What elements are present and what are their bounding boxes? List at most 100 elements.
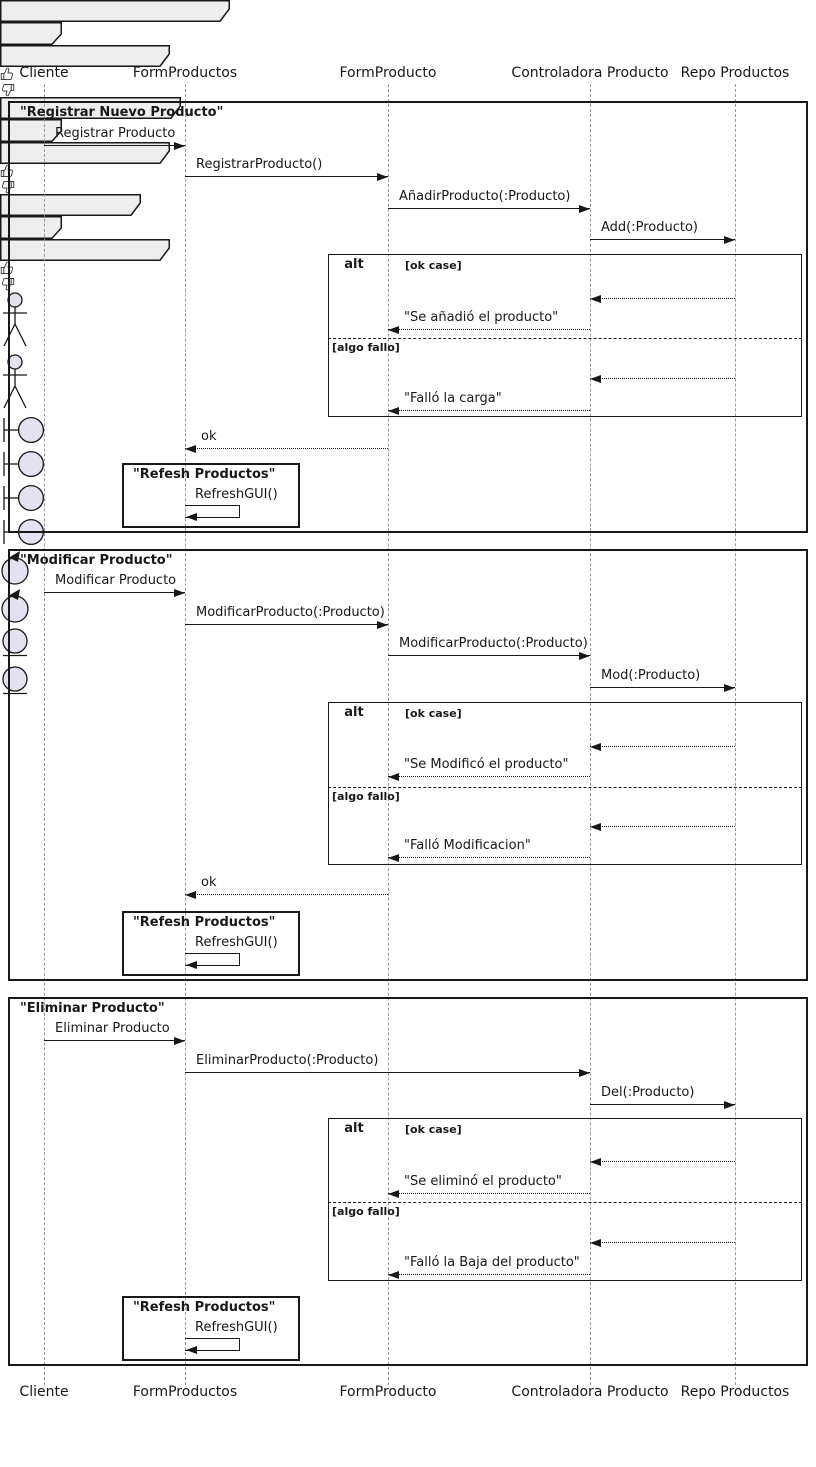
message-label: ok — [201, 875, 217, 890]
message-arrow-line — [590, 826, 735, 827]
message-arrow-line — [388, 655, 590, 656]
message-arrow-line — [590, 239, 735, 240]
guard-ok-case: [ok case] — [405, 1123, 462, 1136]
refresh-title-tab — [0, 239, 170, 261]
participant-label: Cliente — [19, 65, 69, 81]
message-arrowhead — [185, 444, 196, 453]
message-arrowhead — [388, 1189, 399, 1198]
alt-keyword-tab — [0, 22, 62, 45]
use-case-frame — [8, 549, 808, 981]
message-label: Mod(:Producto) — [601, 668, 701, 683]
message-arrow-line — [185, 176, 388, 177]
self-message-arrowhead — [186, 513, 197, 521]
alt-fragment — [328, 702, 802, 865]
message-label: Registrar Producto — [55, 126, 176, 141]
participant-label: FormProductos — [132, 1384, 238, 1400]
refresh-frame — [122, 911, 300, 976]
message-arrow-line — [185, 894, 388, 895]
lifeline — [388, 84, 389, 1385]
message-arrow-line — [590, 378, 735, 379]
message-arrowhead — [388, 325, 399, 334]
participant-label: Repo Productos — [680, 1384, 790, 1400]
message-arrowhead — [724, 235, 735, 244]
self-message-label: RefreshGUI() — [195, 487, 278, 502]
refresh-frame — [122, 463, 300, 528]
message-arrow-line — [388, 1193, 590, 1194]
self-message-label: RefreshGUI() — [195, 1320, 278, 1335]
message-arrowhead — [590, 1157, 601, 1166]
frame-title: "Eliminar Producto" — [20, 1001, 165, 1016]
message-arrowhead — [579, 651, 590, 660]
participant-label: FormProductos — [132, 65, 238, 81]
alt-case-divider — [328, 1202, 802, 1203]
message-label: RegistrarProducto() — [196, 157, 323, 172]
self-message-arrowhead — [186, 961, 197, 969]
message-arrow-line — [388, 857, 590, 858]
refresh-frame-title: "Refesh Productos" — [133, 467, 276, 482]
alt-case-divider — [328, 338, 802, 339]
refresh-title-tab — [0, 45, 170, 67]
message-arrow-line — [590, 687, 735, 688]
message-arrow-line — [185, 624, 388, 625]
message-arrow-line — [590, 1161, 735, 1162]
alt-keyword-tab — [0, 216, 62, 239]
alt-keyword: alt — [344, 257, 364, 272]
message-arrowhead — [377, 172, 388, 181]
refresh-frame-title: "Refesh Productos" — [133, 915, 276, 930]
message-arrowhead — [590, 374, 601, 383]
message-arrowhead — [590, 294, 601, 303]
guard-ok-case: [ok case] — [405, 259, 462, 272]
message-label: Modificar Producto — [55, 573, 177, 588]
lifeline — [735, 84, 736, 1385]
message-arrow-line — [590, 1104, 735, 1105]
message-arrowhead — [174, 588, 185, 597]
use-case-frame — [8, 101, 808, 533]
message-arrowhead — [590, 742, 601, 751]
participant-label: Repo Productos — [680, 65, 790, 81]
message-arrow-line — [44, 1040, 185, 1041]
message-arrow-line — [590, 298, 735, 299]
self-message-loop — [185, 1338, 240, 1351]
self-message-label: RefreshGUI() — [195, 935, 278, 950]
lifeline — [590, 84, 591, 1385]
participant-label: Controladora Producto — [511, 65, 669, 81]
message-label: ModificarProducto(:Producto) — [399, 636, 588, 651]
message-arrow-line — [44, 145, 185, 146]
message-arrowhead — [174, 1036, 185, 1045]
participant-label: FormProducto — [339, 65, 437, 81]
alt-keyword: alt — [344, 705, 364, 720]
alt-fragment — [328, 1118, 802, 1281]
message-arrowhead — [185, 890, 196, 899]
message-label: "Falló la Baja del producto" — [404, 1255, 580, 1270]
message-label: EliminarProducto(:Producto) — [196, 1053, 379, 1068]
self-message-arrowhead — [186, 1346, 197, 1354]
participant-label: Controladora Producto — [511, 1384, 669, 1400]
participant-label: FormProducto — [339, 1384, 437, 1400]
frame-title-tab — [0, 194, 141, 216]
refresh-title-tab — [0, 142, 170, 164]
message-arrowhead — [377, 620, 388, 629]
message-arrowhead — [579, 1068, 590, 1077]
message-arrow-line — [44, 592, 185, 593]
thumbs-up-icon — [0, 67, 15, 82]
message-arrowhead — [579, 204, 590, 213]
alt-keyword: alt — [344, 1121, 364, 1136]
participant-boundary-icon — [0, 449, 816, 483]
message-arrow-line — [388, 410, 590, 411]
message-arrowhead — [388, 406, 399, 415]
message-arrowhead — [388, 853, 399, 862]
message-arrowhead — [388, 1270, 399, 1279]
message-label: "Se Modificó el producto" — [404, 757, 569, 772]
lifeline — [185, 84, 186, 1385]
participant-boundary-icon — [0, 483, 816, 517]
message-label: ModificarProducto(:Producto) — [196, 605, 385, 620]
alt-keyword-tab — [0, 119, 62, 142]
frame-title: "Registrar Nuevo Producto" — [20, 105, 224, 120]
guard-ok-case: [ok case] — [405, 707, 462, 720]
message-arrowhead — [590, 822, 601, 831]
use-case-frame — [8, 997, 808, 1366]
message-label: Eliminar Producto — [55, 1021, 170, 1036]
message-arrow-line — [388, 208, 590, 209]
refresh-frame — [122, 1296, 300, 1361]
